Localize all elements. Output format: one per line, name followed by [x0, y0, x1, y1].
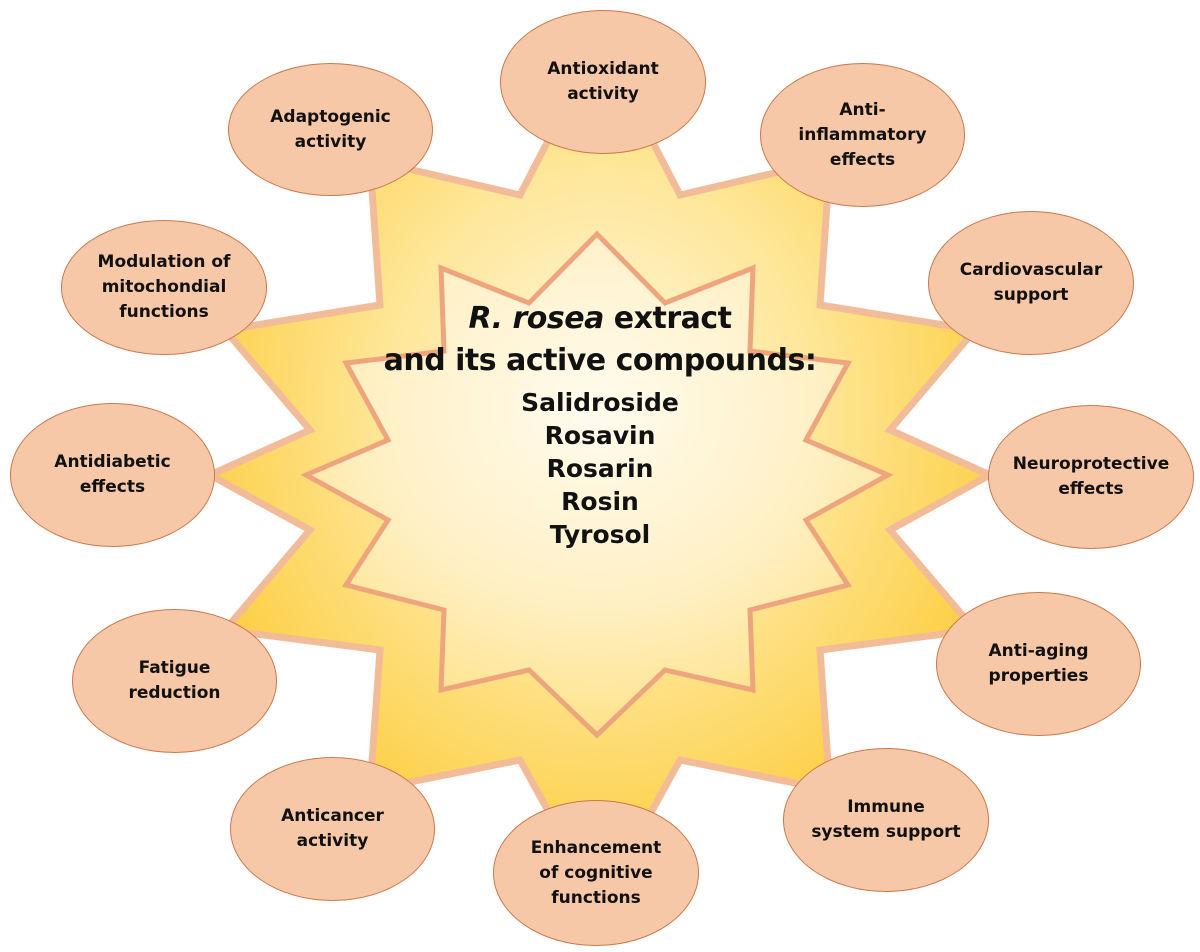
- effect-immune-support: Immune system support: [783, 748, 989, 892]
- compound-rosavin: Rosavin: [544, 421, 656, 450]
- effect-neuroprotective: Neuroprotective effects: [988, 405, 1194, 549]
- effect-antidiabetic: Antidiabetic effects: [10, 403, 215, 547]
- title-suffix: extract: [603, 301, 732, 336]
- effect-mitochondrial-modulation: Modulation of mitochondial functions: [61, 220, 267, 355]
- effect-cognitive-enhancement: Enhancement of cognitive functions: [493, 800, 699, 946]
- compound-salidroside: Salidroside: [521, 388, 679, 417]
- center-title: R. rosea extract: [300, 298, 900, 340]
- effect-cardiovascular: Cardiovascular support: [928, 211, 1134, 355]
- effect-antioxidant: Antioxidant activity: [500, 10, 706, 154]
- compound-rosin: Rosin: [561, 487, 639, 516]
- effect-anti-inflammatory: Anti- inflammatory effects: [760, 63, 965, 207]
- center-subtitle: and its active compounds:: [383, 343, 817, 378]
- species-name: R. rosea: [468, 301, 604, 336]
- center-title-block: R. rosea extract and its active compound…: [300, 298, 900, 551]
- effect-anti-aging: Anti-aging properties: [936, 592, 1141, 736]
- effect-adaptogenic: Adaptogenic activity: [228, 63, 433, 196]
- compound-rosarin: Rosarin: [546, 454, 654, 483]
- inner-star-shape: [300, 230, 894, 739]
- effect-anticancer: Anticancer activity: [230, 757, 435, 901]
- effect-fatigue-reduction: Fatigue reduction: [72, 609, 277, 753]
- compound-tyrosol: Tyrosol: [549, 520, 651, 549]
